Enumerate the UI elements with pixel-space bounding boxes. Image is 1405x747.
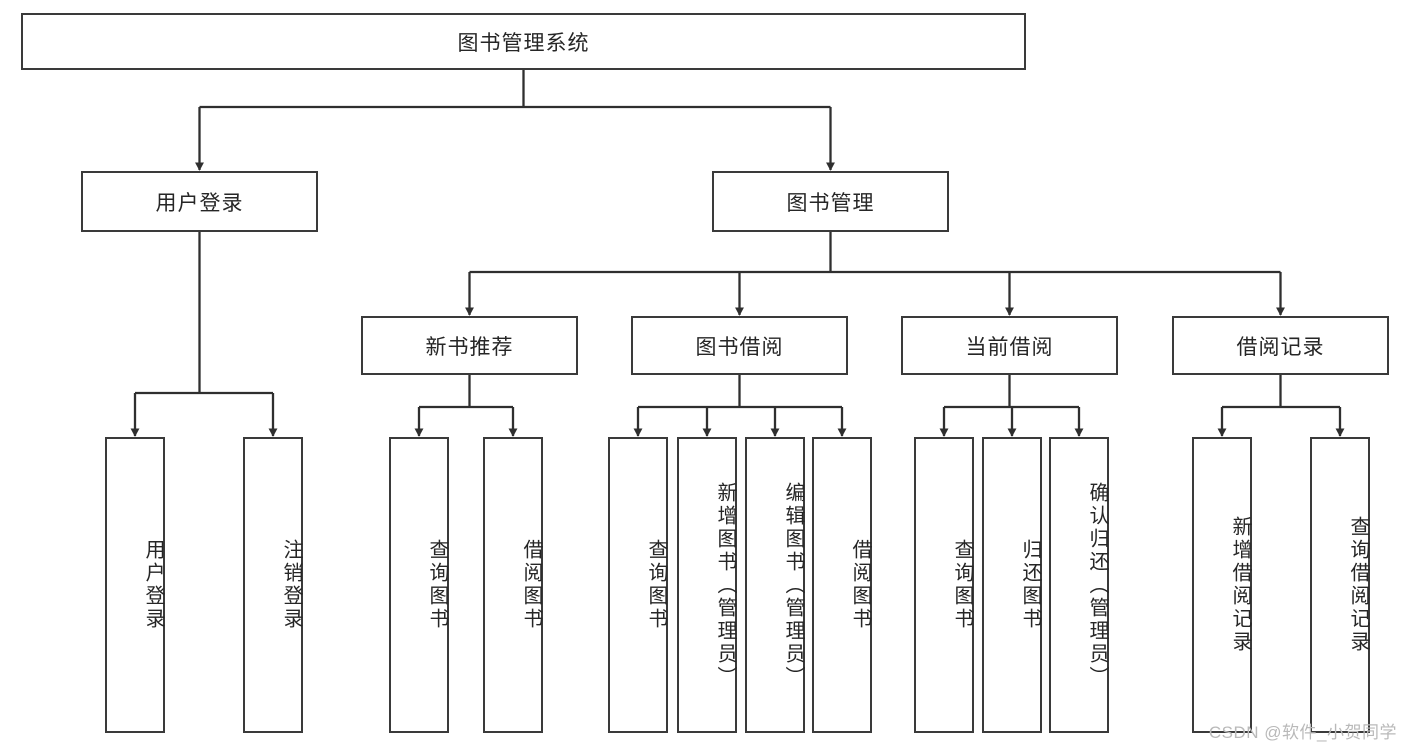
node-leaf-query-book-1[interactable]: 查询图书 — [389, 437, 449, 733]
node-label: 图书管理系统 — [457, 31, 590, 55]
node-leaf-query-book-2[interactable]: 查询图书 — [608, 437, 668, 733]
node-root[interactable]: 图书管理系统 — [21, 13, 1026, 70]
node-leaf-confirm-return[interactable]: 确认归还（管理员） — [1049, 437, 1109, 733]
node-leaf-borrow-book-1[interactable]: 借阅图书 — [483, 437, 543, 733]
node-leaf-add-record[interactable]: 新增借阅记录 — [1192, 437, 1252, 733]
node-leaf-add-book[interactable]: 新增图书（管理员） — [677, 437, 737, 733]
node-label: 借阅图书 — [520, 539, 542, 631]
node-label: 归还图书 — [1019, 539, 1041, 631]
node-label: 查询图书 — [645, 539, 667, 631]
node-user-login[interactable]: 用户登录 — [81, 171, 318, 232]
node-leaf-user-login[interactable]: 用户登录 — [105, 437, 165, 733]
node-borrow-record[interactable]: 借阅记录 — [1172, 316, 1389, 375]
node-label: 新增借阅记录 — [1229, 516, 1251, 654]
node-label: 新书推荐 — [425, 335, 514, 359]
node-label: 查询图书 — [426, 539, 448, 631]
node-leaf-borrow-book-2[interactable]: 借阅图书 — [812, 437, 872, 733]
node-label: 注销登录 — [280, 539, 302, 631]
node-label: 借阅图书 — [849, 539, 871, 631]
node-label: 查询图书 — [951, 539, 973, 631]
node-label: 当前借阅 — [965, 335, 1054, 359]
node-new-book-rec[interactable]: 新书推荐 — [361, 316, 578, 375]
node-leaf-edit-book[interactable]: 编辑图书（管理员） — [745, 437, 805, 733]
node-book-manage[interactable]: 图书管理 — [712, 171, 949, 232]
node-label: 图书管理 — [786, 191, 875, 215]
node-label: 确认归还（管理员） — [1086, 481, 1108, 689]
node-label: 用户登录 — [155, 191, 244, 215]
node-label: 借阅记录 — [1236, 335, 1325, 359]
node-leaf-return-book[interactable]: 归还图书 — [982, 437, 1042, 733]
node-label: 图书借阅 — [695, 335, 784, 359]
node-leaf-query-book-3[interactable]: 查询图书 — [914, 437, 974, 733]
node-label: 新增图书（管理员） — [714, 481, 736, 689]
node-label: 查询借阅记录 — [1347, 516, 1369, 654]
node-leaf-query-record[interactable]: 查询借阅记录 — [1310, 437, 1370, 733]
node-current-borrow[interactable]: 当前借阅 — [901, 316, 1118, 375]
node-book-borrow[interactable]: 图书借阅 — [631, 316, 848, 375]
node-label: 编辑图书（管理员） — [782, 481, 804, 689]
node-label: 用户登录 — [142, 539, 164, 631]
node-leaf-logout[interactable]: 注销登录 — [243, 437, 303, 733]
